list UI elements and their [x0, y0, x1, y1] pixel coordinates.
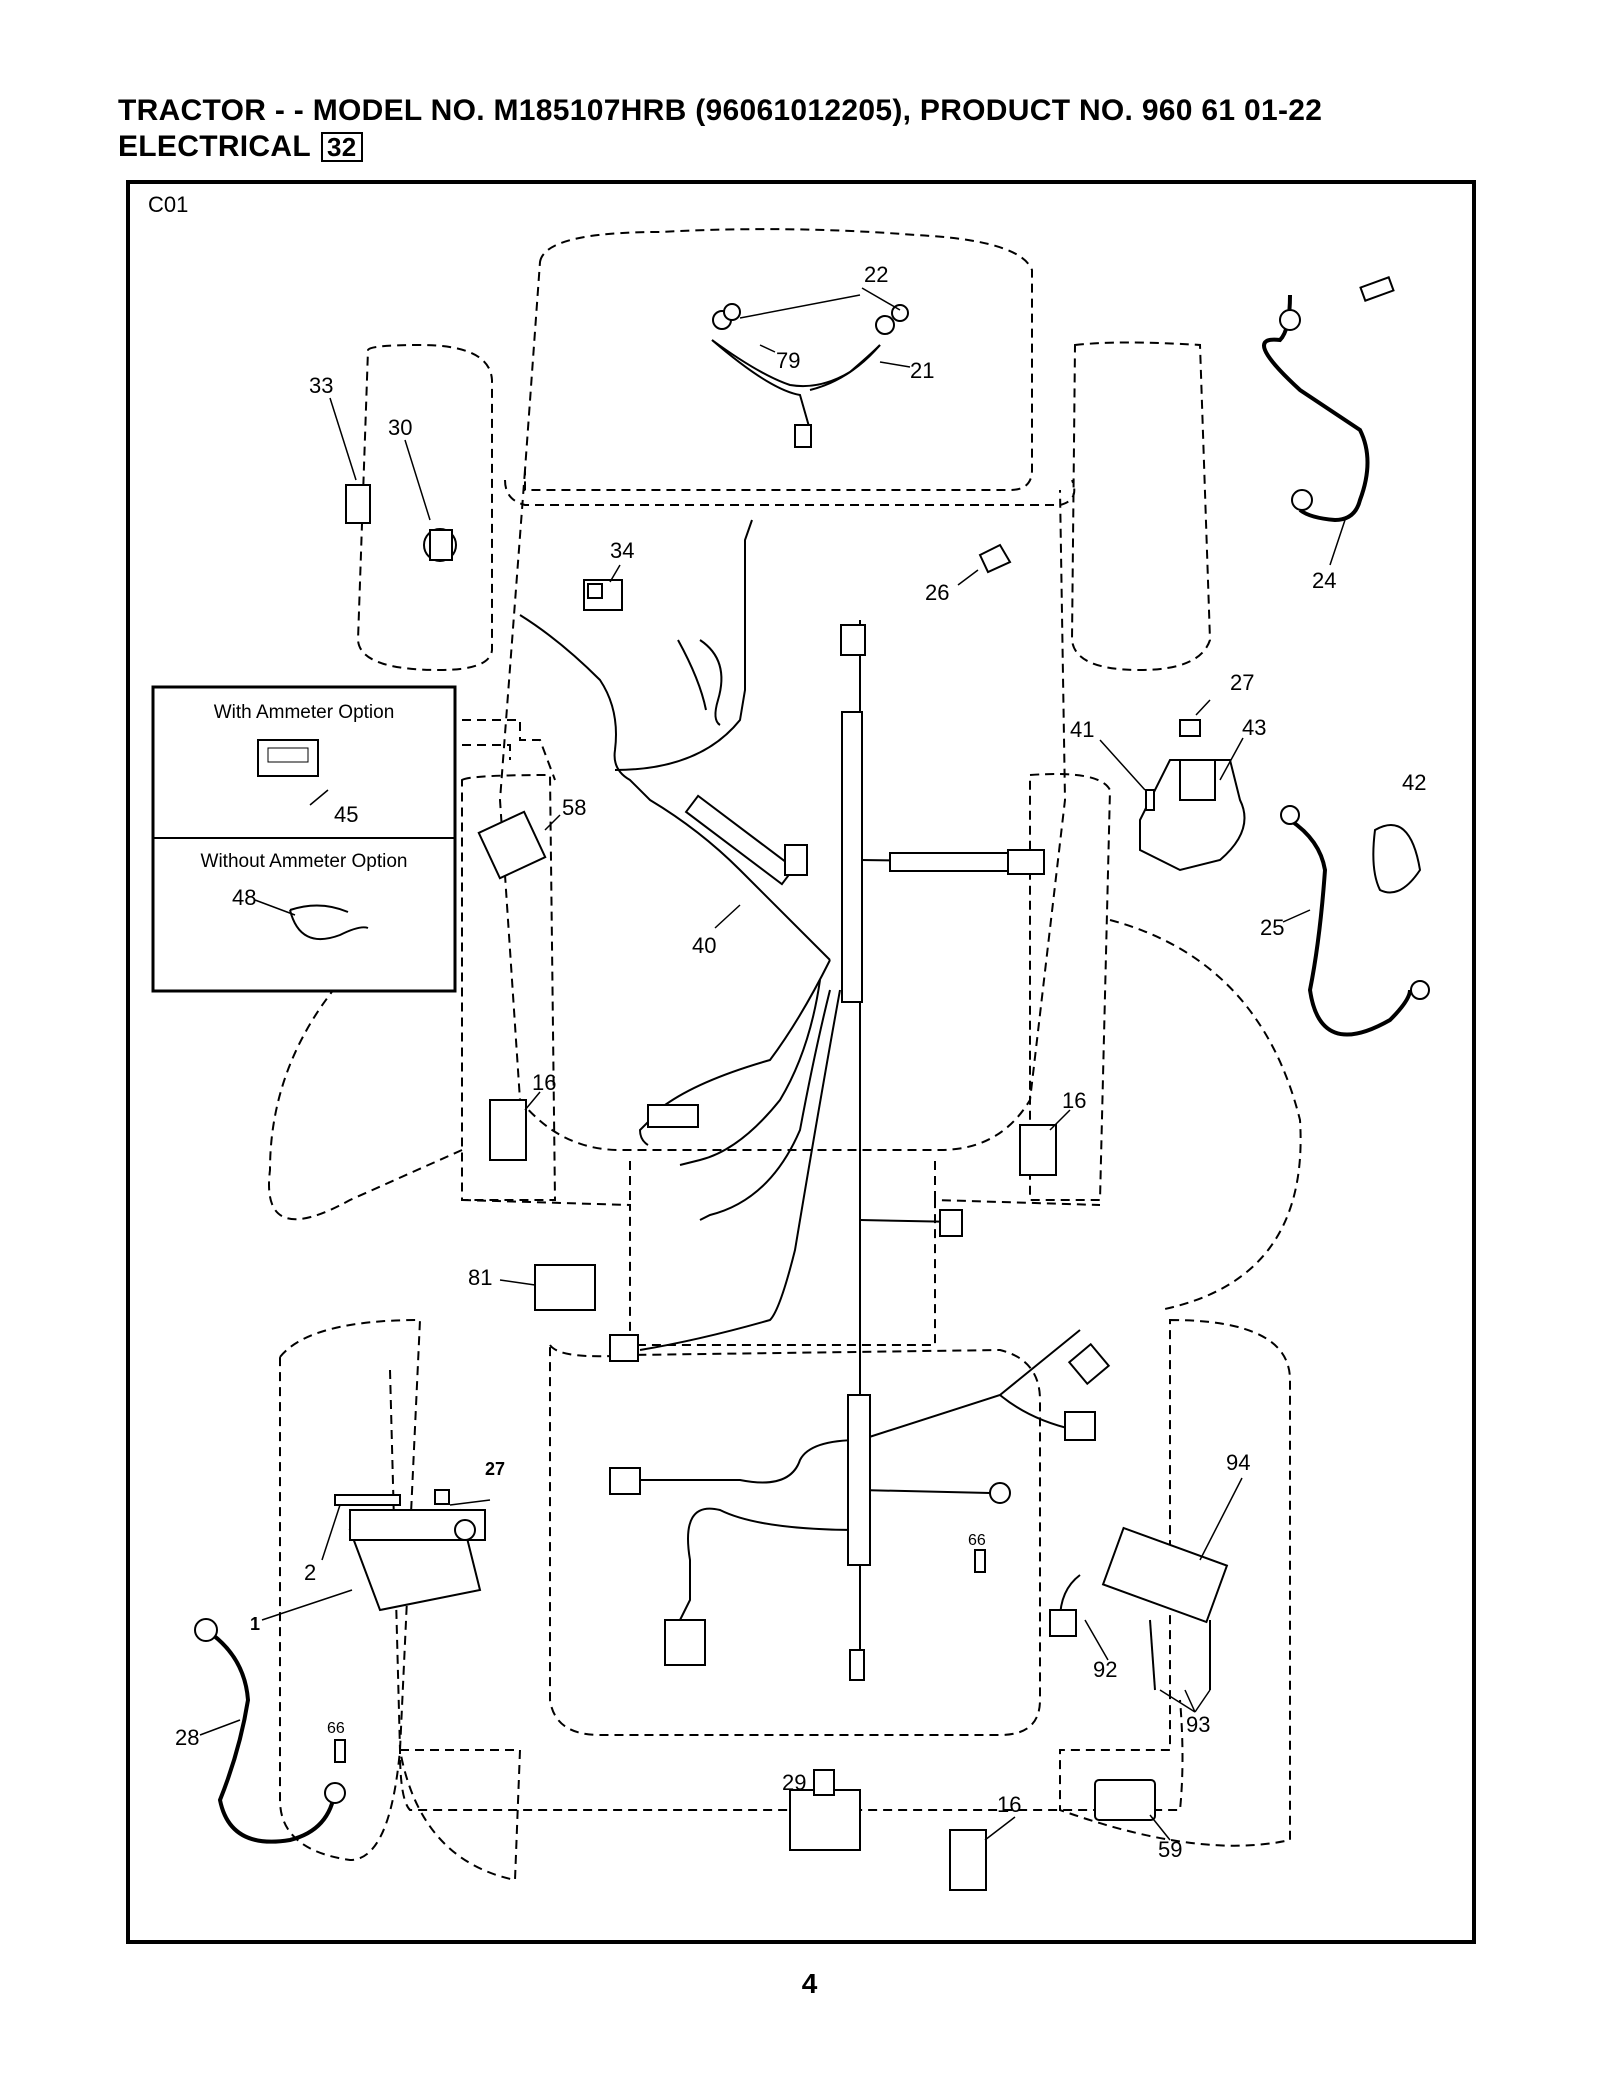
- fuse-icon: [978, 543, 1012, 574]
- ignition-parts: [345, 484, 1012, 880]
- module-icon: [1094, 1779, 1156, 1821]
- harness-connector-icon: [609, 1334, 639, 1362]
- ignition-key-icon: [345, 484, 371, 524]
- cable-terminal-icon: [194, 1618, 218, 1642]
- header-section: ELECTRICAL 32: [118, 130, 363, 164]
- label-66-center: 66: [968, 1532, 986, 1549]
- seat-switch-icon: [1101, 1526, 1229, 1624]
- label-48: 48: [232, 885, 256, 910]
- label-29: 29: [782, 1770, 806, 1795]
- label-16-bottom: 16: [997, 1792, 1021, 1817]
- relay-socket-icon: [1019, 1124, 1057, 1176]
- section-name: ELECTRICAL: [118, 130, 311, 163]
- without-ammeter-label: Without Ammeter Option: [201, 851, 408, 872]
- label-30: 30: [388, 415, 412, 440]
- label-21: 21: [910, 358, 934, 383]
- headlight-bulb-icon: [875, 315, 895, 335]
- label-2: 2: [304, 1560, 316, 1585]
- with-ammeter-label: With Ammeter Option: [214, 702, 395, 723]
- label-58: 58: [562, 795, 586, 820]
- harness-plug-icon: [664, 1619, 706, 1666]
- label-16-right: 16: [1062, 1088, 1086, 1113]
- harness-connector-icon: [840, 624, 866, 656]
- part-labels: 22 79 21 33 30 34 26 24 27 41 43 42 45 4…: [175, 262, 1426, 1862]
- bolt-icon: [974, 1549, 986, 1573]
- label-26: 26: [925, 580, 949, 605]
- section-number-box: 32: [321, 132, 363, 162]
- label-43: 43: [1242, 715, 1266, 740]
- diagram-frame: [126, 180, 1476, 1944]
- ammeter-icon: [257, 739, 319, 777]
- label-81: 81: [468, 1265, 492, 1290]
- label-66-left: 66: [327, 1720, 345, 1737]
- seat-plunger-icon: [489, 1099, 527, 1161]
- diagram-code: C01: [148, 192, 189, 217]
- battery-bolt-icon: [334, 1494, 401, 1506]
- bolt-icon: [334, 1739, 346, 1763]
- bolt-icon: [1145, 789, 1155, 811]
- page-number: 4: [801, 1968, 818, 1999]
- label-33: 33: [309, 373, 333, 398]
- harness-connector-icon: [1007, 849, 1045, 875]
- label-27-bottom: 27: [485, 1459, 505, 1479]
- cable-terminal-icon: [1291, 489, 1313, 511]
- terminal-boot-icon: [1372, 824, 1422, 894]
- label-28: 28: [175, 1725, 199, 1750]
- label-79: 79: [776, 348, 800, 373]
- relay-icon: [534, 1264, 596, 1311]
- label-93: 93: [1186, 1712, 1210, 1737]
- cable-terminal-icon: [1280, 805, 1300, 825]
- label-94: 94: [1226, 1450, 1250, 1475]
- regulator-icon: [477, 810, 547, 880]
- label-16-left: 16: [532, 1070, 556, 1095]
- headlight-harness: [711, 303, 909, 448]
- label-40: 40: [692, 933, 716, 958]
- plunger-switch-icon: [949, 1829, 987, 1891]
- label-41: 41: [1070, 717, 1094, 742]
- main-wiring-harness: [519, 519, 1111, 1681]
- harness-connector-icon: [1064, 1411, 1096, 1441]
- leader-lines: [199, 287, 1346, 1841]
- tractor-outline: [268, 228, 1302, 1882]
- cable-terminal-icon: [324, 1782, 346, 1804]
- label-27-top: 27: [1230, 670, 1254, 695]
- label-34: 34: [610, 538, 634, 563]
- battery-area-parts: [194, 1099, 987, 1891]
- label-45: 45: [334, 802, 358, 827]
- harness-connector-icon: [939, 1209, 963, 1237]
- headlight-connector-icon: [794, 424, 812, 448]
- right-side-parts: [489, 276, 1430, 1821]
- ring-terminal-icon: [989, 1482, 1011, 1504]
- ammeter-option-box: [151, 685, 457, 993]
- label-25: 25: [1260, 915, 1284, 940]
- pto-switch-icon: [789, 1789, 861, 1851]
- header-title: TRACTOR - - MODEL NO. M185107HRB (960610…: [118, 94, 1323, 127]
- cable-terminal-icon: [1279, 309, 1301, 331]
- label-42: 42: [1402, 770, 1426, 795]
- label-92: 92: [1093, 1657, 1117, 1682]
- harness-trunk-icon: [841, 711, 863, 1003]
- label-24: 24: [1312, 568, 1336, 593]
- label-59: 59: [1158, 1837, 1182, 1862]
- label-22: 22: [864, 262, 888, 287]
- harness-connector-icon: [609, 1467, 641, 1495]
- cable-terminal-icon: [1410, 980, 1430, 1000]
- label-1: 1: [250, 1614, 260, 1634]
- solenoid-icon: [1139, 759, 1246, 872]
